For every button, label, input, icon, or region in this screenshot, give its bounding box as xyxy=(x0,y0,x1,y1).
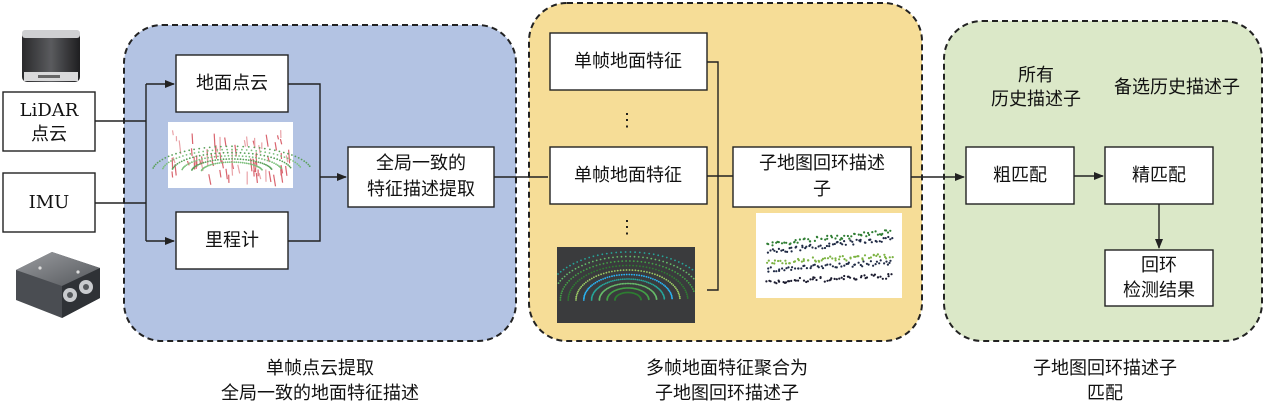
lidar-sensor-icon xyxy=(22,30,80,82)
submap-descriptor-box: 子地图回环描述 子 xyxy=(732,146,912,208)
submap-pointcloud-image xyxy=(756,213,902,298)
submap-descriptor-label-1: 子地图回环描述 xyxy=(759,153,885,174)
frame-feature-label-1: 单帧地面特征 xyxy=(574,51,682,72)
ground-pointcloud-box: 地面点云 xyxy=(175,54,289,113)
fine-match-box: 精匹配 xyxy=(1104,146,1214,205)
caption-3-line-1: 子地图回环描述子 xyxy=(1033,358,1177,379)
caption-2-line-2: 子地图回环描述子 xyxy=(655,383,799,404)
connector-merge xyxy=(288,83,321,242)
global-feature-label-1: 全局一致的 xyxy=(376,153,466,174)
loop-result-label-1: 回环 xyxy=(1141,255,1177,276)
candidate-history-label: 备选历史描述子 xyxy=(1114,77,1240,98)
ground-pointcloud-label: 地面点云 xyxy=(196,73,268,94)
lidar-label: LiDAR xyxy=(20,100,79,121)
ellipsis-2: ⋮ xyxy=(618,217,636,238)
pointcloud-label: 点云 xyxy=(31,124,67,145)
ground-pointcloud-image xyxy=(152,122,311,188)
submap-descriptor-label-2: 子 xyxy=(813,179,831,200)
connectors xyxy=(95,61,1163,291)
coarse-match-box: 粗匹配 xyxy=(965,146,1075,205)
imu-device-icon xyxy=(16,252,100,318)
frame-pointcloud-image xyxy=(557,247,695,323)
lidar-pointcloud-box: LiDAR 点云 xyxy=(2,91,96,152)
caption-3-line-2: 匹配 xyxy=(1087,383,1123,404)
all-history-label-2: 历史描述子 xyxy=(991,89,1081,110)
caption-1-line-2: 全局一致的地面特征描述 xyxy=(221,383,419,404)
caption-1-line-1: 单帧点云提取 xyxy=(266,358,374,379)
fine-match-label: 精匹配 xyxy=(1132,165,1186,186)
ellipsis-1: ⋮ xyxy=(618,110,636,131)
loop-result-label-2: 检测结果 xyxy=(1123,280,1195,301)
loop-result-box: 回环 检测结果 xyxy=(1104,249,1214,307)
global-feature-label-2: 特征描述提取 xyxy=(367,179,475,200)
caption-2-line-1: 多帧地面特征聚合为 xyxy=(646,358,808,379)
frame-feature-label-2: 单帧地面特征 xyxy=(574,165,682,186)
global-feature-box: 全局一致的 特征描述提取 xyxy=(347,146,495,208)
odometer-box: 里程计 xyxy=(175,211,289,270)
imu-box: IMU xyxy=(2,172,96,233)
imu-label: IMU xyxy=(29,192,70,213)
odometer-label: 里程计 xyxy=(205,230,259,251)
frame-feature-box-2: 单帧地面特征 xyxy=(549,146,708,205)
all-history-label-1: 所有 xyxy=(1018,65,1054,86)
coarse-match-label: 粗匹配 xyxy=(993,165,1047,186)
frame-feature-box-1: 单帧地面特征 xyxy=(549,32,708,91)
